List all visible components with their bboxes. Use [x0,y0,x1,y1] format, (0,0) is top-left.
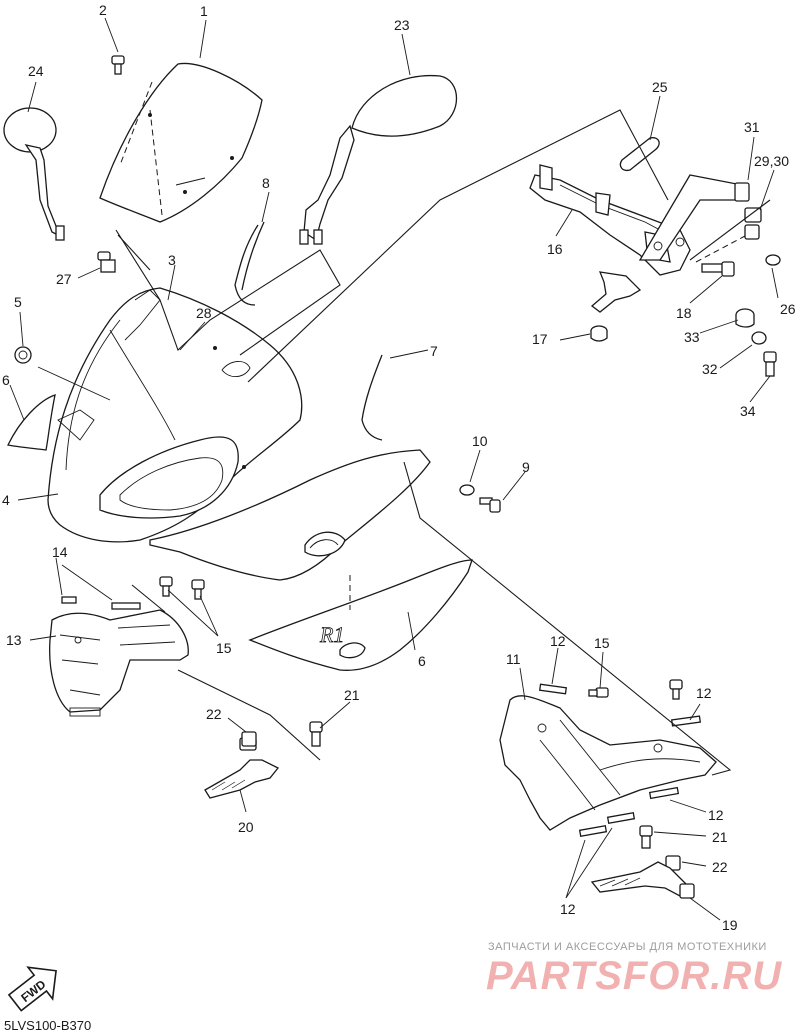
clip-29-30 [744,207,762,223]
callout-28: 28 [196,305,212,321]
bolt-21-left [309,721,323,747]
callout-34: 34 [740,403,756,419]
screw-9 [479,497,501,513]
callout-12b: 12 [696,685,712,701]
windscreen [99,62,263,223]
watermark-tagline: ЗАПЧАСТИ И АКСЕССУАРЫ ДЛЯ МОТОТЕХНИКИ [488,941,767,953]
callout-12d: 12 [560,901,576,917]
bolt-18 [701,261,735,277]
tube-7 [361,354,383,441]
callout-22b: 22 [712,859,728,875]
callout-22a: 22 [206,706,222,722]
callout-21a: 21 [344,687,360,703]
front-cowling [47,287,303,543]
callout-9: 9 [522,459,530,475]
callout-20: 20 [238,819,254,835]
callout-15a: 15 [216,640,232,656]
trim-12b [670,715,702,727]
tube-8 [234,221,265,306]
callout-13: 13 [6,632,22,648]
trim-12d [578,825,608,837]
clip-31 [734,182,750,202]
callout-3: 3 [168,252,176,268]
callout-8: 8 [262,175,270,191]
callout-29-30: 29,30 [754,153,789,169]
callout-21b: 21 [712,829,728,845]
callout-10: 10 [472,433,488,449]
callout-18: 18 [676,305,692,321]
callout-labels: 1 2 3 4 5 6 6 7 8 9 10 11 12 12 12 12 13… [2,2,796,933]
callout-16: 16 [547,241,563,257]
collar-33 [735,308,755,328]
callout-23: 23 [394,17,410,33]
grommet-5 [14,346,32,364]
callout-19: 19 [722,917,738,933]
callout-6b: 6 [418,653,426,669]
callout-12a: 12 [550,633,566,649]
callout-24: 24 [28,63,44,79]
callout-4: 4 [2,492,10,508]
trim-14b [111,602,141,610]
logo-decal: R1 [319,622,344,647]
washer-10 [459,484,475,496]
callout-7: 7 [430,343,438,359]
nut-22-left [241,731,257,747]
bolt-34 [763,351,777,377]
bolt-21-right [639,825,653,849]
callout-32: 32 [702,361,718,377]
callout-12c: 12 [708,807,724,823]
callout-6a: 6 [2,372,10,388]
callout-25: 25 [652,79,668,95]
nut-22-right [665,855,681,871]
callout-26: 26 [780,301,796,317]
grommet-32 [751,331,767,345]
inner-panel-left [7,394,56,451]
callout-2: 2 [99,2,107,18]
callout-33: 33 [684,329,700,345]
mirror-left [3,107,65,241]
damper-17 [590,325,608,342]
stay-16 [529,164,746,276]
trim-12c [648,786,680,800]
side-cowling-lower: R1 [248,559,473,671]
diagram-code: 5LVS100-B370 [4,1018,92,1033]
trim-12a [538,683,568,695]
side-cowling-upper [149,449,431,581]
washer-26 [765,254,781,266]
callout-5: 5 [14,294,22,310]
inner-panel-13 [49,609,189,717]
screw-2 [111,55,125,75]
trim-14a [61,596,77,604]
callout-27: 27 [56,271,72,287]
callout-14: 14 [52,544,68,560]
bracket-19 [590,861,695,899]
screw-27 [97,251,116,273]
bracket-arm [590,271,642,313]
under-cowling [499,695,717,831]
bracket-20 [204,737,280,799]
callout-15b: 15 [594,635,610,651]
watermark-logo: PARTSFOR.RU [486,954,783,998]
callout-31: 31 [744,119,760,135]
screws-15-right [588,679,683,700]
callout-1: 1 [200,3,208,19]
stay-25 [619,137,660,172]
callout-11: 11 [506,651,521,667]
leader-lines [9,17,779,921]
screws-15-left [159,576,205,600]
mirror-right [299,74,458,245]
fwd-arrow-icon: FWD [7,966,57,1012]
callout-17: 17 [532,331,548,347]
